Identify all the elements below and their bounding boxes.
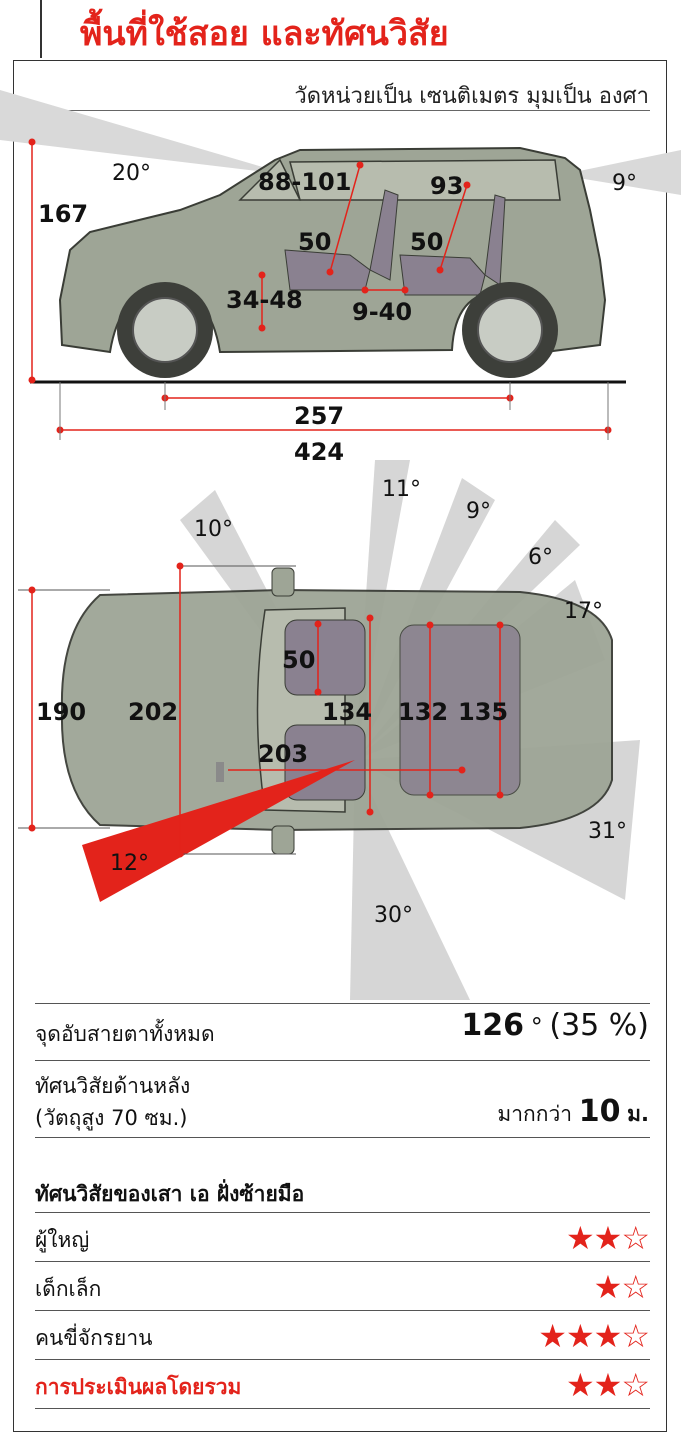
angle-12-label: 12° [110,851,149,876]
mirror-right [271,567,295,597]
top-view: 190 202 50 134 132 135 203 10° 11° 9° 6°… [18,460,640,1000]
page-title: พื้นที่ใช้สอย และทัศนวิสัย [80,14,449,54]
rear-sight-cone [560,150,681,195]
side-windows [289,159,561,201]
star-filled-icon: ★ [565,1219,595,1257]
height-label: 167 [38,200,88,228]
angle-10-label: 10° [194,517,233,542]
star-filled-icon: ★ [538,1317,567,1355]
star-empty-icon: ☆ [621,1317,650,1355]
body-width-label: 190 [36,698,86,726]
rear-angle-label: 9° [612,171,637,196]
units-note: วัดหน่วยเป็น เซนติเมตร มุมเป็น องศา [294,84,649,109]
blind-total-label: จุดอับสายตาทั้งหมด [35,1022,215,1046]
angle-6-label: 6° [528,545,553,570]
top-dimension-lines [31,566,501,854]
star-empty-icon: ☆ [621,1219,650,1257]
star-empty-icon: ☆ [621,1268,650,1306]
blind-total-unit: ° [530,1013,543,1041]
rear-width-label: 135 [458,698,508,726]
dimension-diagram: 167 20° 9° 88-101 93 50 50 34-48 9-40 25… [0,90,681,1000]
rating-label: เด็กเล็ก [35,1277,102,1301]
rating-divider-0 [35,1212,650,1213]
angle-17-label: 17° [564,599,603,624]
mirror-left [271,825,295,855]
star-filled-icon: ★ [593,1219,623,1257]
rear-vis-sublabel: (วัตถุสูง 70 ซม.) [35,1106,188,1130]
front-seat-depth-label: 50 [298,228,331,256]
rating-stars: ★☆ [593,1268,650,1306]
side-view: 167 20° 9° 88-101 93 50 50 34-48 9-40 25… [0,90,681,466]
front-seat-right [284,619,366,696]
angle-11-label: 11° [382,477,421,502]
front-angle-label: 20° [112,161,151,186]
front-rim [132,297,198,363]
front-headroom-label: 88-101 [258,168,351,196]
rating-stars: ★★☆ [565,1366,650,1404]
summary-divider-1 [35,1060,650,1061]
star-filled-icon: ★ [565,1366,595,1404]
rear-seat-depth-label: 50 [410,228,443,256]
star-filled-icon: ★ [565,1317,595,1355]
windshield [238,158,302,201]
angle-9-label: 9° [466,499,491,524]
rear-vis-unit: ม. [627,1102,649,1126]
rating-stars: ★★★☆ [538,1317,650,1355]
rear-vis-label: ทัศนวิสัยด้านหลัง [35,1074,191,1098]
star-filled-icon: ★ [593,1317,623,1355]
summary-divider-2 [35,1137,650,1138]
length-label: 424 [294,438,344,466]
front-sight-cone [0,90,290,175]
pillar-blind-wedge [82,760,355,902]
rating-label: การประเมินผลโดยรวม [35,1375,242,1399]
angle-31-label: 31° [588,819,627,844]
top-dimension-dots [28,562,504,858]
rating-divider [35,1310,650,1311]
rear-vis-number: 10 [578,1094,621,1129]
pillar-heading: ทัศนวิสัยของเสา เอ ฝั่งซ้ายมือ [35,1182,305,1206]
front-shoulder-label: 134 [322,698,372,726]
rear-vis-prefix: มากกว่า [497,1102,573,1126]
rating-label: ผู้ใหญ่ [35,1228,90,1252]
angle-30-label: 30° [374,903,413,928]
driver-reach-label: 203 [258,740,308,768]
side-dimension-lines [31,142,608,431]
rear-vis-value: มากกว่า 10 ม. [497,1094,649,1131]
seat-width-label: 50 [282,646,315,674]
seat-height-label: 34-48 [226,286,303,314]
content-frame [13,60,667,1432]
wheelbase-label: 257 [294,402,344,430]
rear-shoulder-label: 132 [398,698,448,726]
rating-divider [35,1408,650,1409]
rating-divider [35,1359,650,1360]
rear-headroom-label: 93 [430,172,463,200]
blind-total-number: 126 [461,1008,524,1043]
rating-divider [35,1261,650,1262]
rating-stars: ★★☆ [565,1219,650,1257]
summary-top-divider [35,1003,650,1004]
mirror-width-label: 202 [128,698,178,726]
front-seat-back [369,189,399,281]
blind-total-value: 126 ° (35 %) [461,1008,649,1043]
rating-label: คนขี่จักรยาน [35,1326,153,1350]
legroom-label: 9-40 [352,298,412,326]
blind-total-percent: (35 %) [549,1008,649,1043]
side-extension-lines [59,382,609,440]
star-filled-icon: ★ [593,1366,623,1404]
header-divider [35,110,650,111]
star-filled-icon: ★ [593,1268,623,1306]
rear-object-marker [216,762,224,782]
title-divider [40,0,42,58]
star-empty-icon: ☆ [621,1366,650,1404]
rear-seat-back [484,194,506,286]
rear-rim [477,297,543,363]
